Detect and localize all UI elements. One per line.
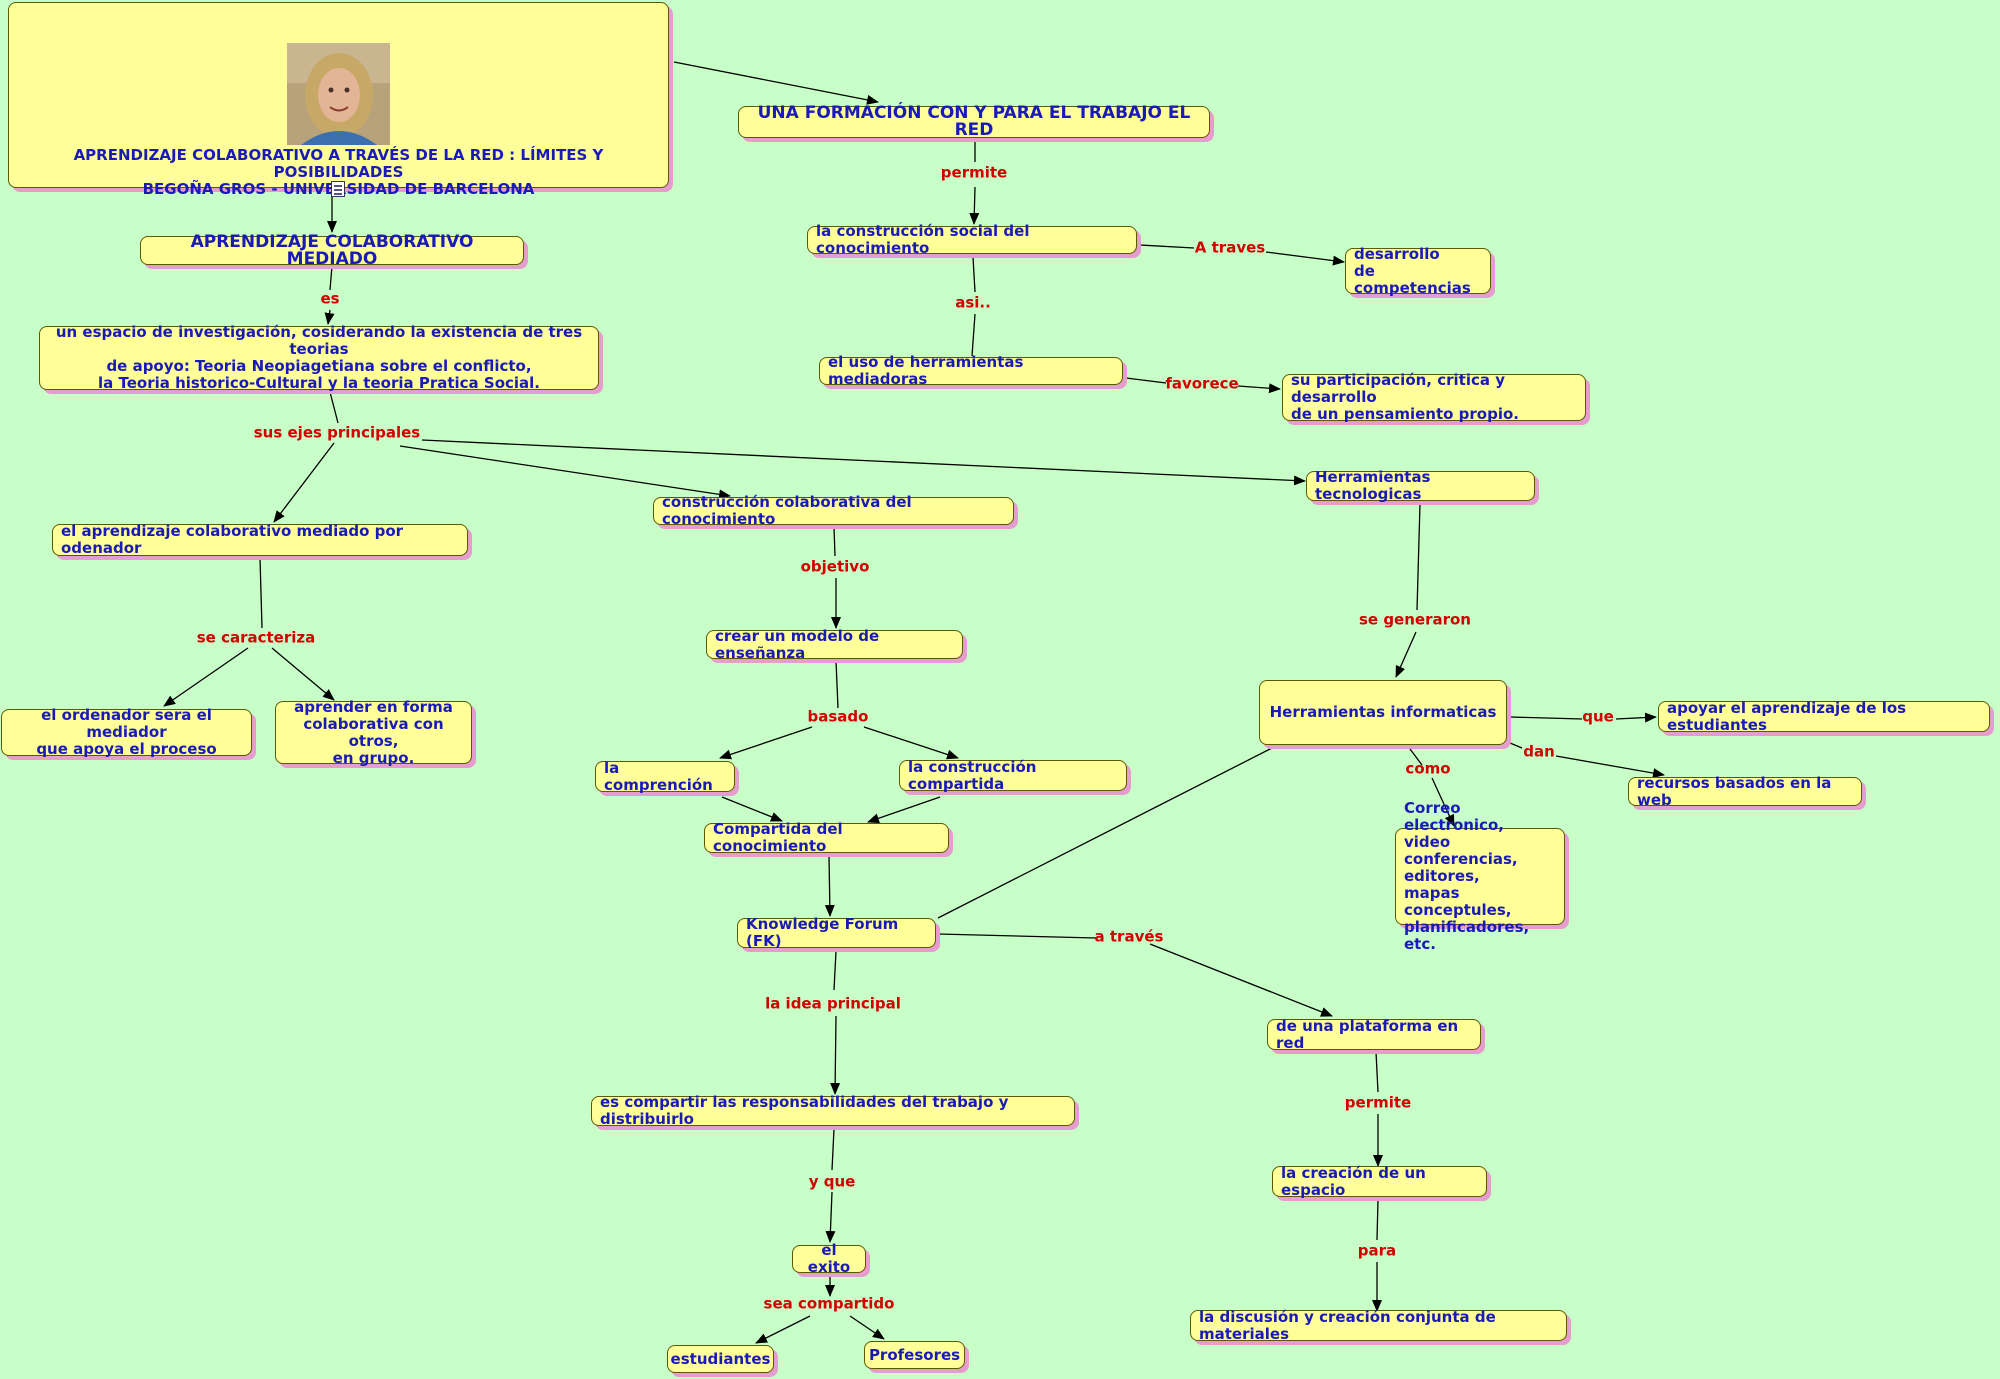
- link-favorece-participacion: [1237, 383, 1281, 394]
- link-basado-comprension: [719, 726, 813, 760]
- link-kf-atraves: [937, 933, 1097, 939]
- label-asi[interactable]: asi..: [955, 293, 991, 312]
- node-comprension[interactable]: la comprención: [595, 759, 735, 793]
- node-compartida[interactable]: Compartida del conocimiento: [704, 821, 949, 855]
- link-kf-hinf: [937, 747, 1273, 919]
- node-acm[interactable]: APRENDIZAJE COLABORATIVO MEDIADO: [140, 233, 524, 267]
- link-atraves-plataforma: [1149, 943, 1333, 1017]
- label-permite-2[interactable]: permite: [1344, 1093, 1412, 1112]
- link-es-espacio: [324, 309, 335, 325]
- link-htec-generaron: [1416, 503, 1421, 611]
- link-que-apoyar: [1615, 712, 1657, 723]
- document-icon[interactable]: [331, 181, 345, 197]
- link-comprension-compartida: [721, 796, 783, 822]
- node-discusion[interactable]: la discusión y creación conjunta de mate…: [1190, 1308, 1567, 1342]
- link-hinf-como: [1409, 748, 1423, 766]
- link-acmo-caracteriza: [259, 557, 263, 629]
- link-acm-es: [329, 265, 333, 291]
- node-recursos[interactable]: recursos basados en la web: [1628, 774, 1862, 808]
- label-favorece[interactable]: favorece: [1165, 374, 1239, 393]
- link-root-formacion: [673, 61, 879, 105]
- node-uso[interactable]: el uso de herramientas mediadoras: [819, 354, 1123, 388]
- link-caracteriza-ordenador: [163, 647, 249, 707]
- link-uso-favorece: [1125, 377, 1167, 384]
- label-ejes[interactable]: sus ejes principales: [253, 423, 421, 442]
- node-formacion[interactable]: UNA FORMACIÓN CON Y PARA EL TRABAJO EL R…: [738, 105, 1210, 139]
- link-ccomp-compartida: [867, 796, 941, 824]
- link-cs-atraves: [1139, 244, 1195, 249]
- label-basado[interactable]: basado: [807, 707, 869, 726]
- node-participacion[interactable]: su participación, critica y desarrollo d…: [1282, 372, 1586, 423]
- node-construccion-colab[interactable]: construcción colaborativa del conocimien…: [653, 494, 1014, 528]
- node-ordenador[interactable]: el ordenador sera el mediador que apoya …: [1, 707, 252, 758]
- link-kf-idea: [833, 950, 837, 991]
- node-hinf[interactable]: Herramientas informaticas: [1259, 680, 1507, 745]
- node-compartir[interactable]: es compartir las responsabilidades del t…: [591, 1094, 1075, 1128]
- label-y-que[interactable]: y que: [808, 1172, 856, 1191]
- link-ejes-cc: [399, 445, 731, 500]
- label-generaron[interactable]: se generaron: [1359, 610, 1471, 629]
- link-permite-cs: [969, 186, 980, 225]
- link-dan-recursos: [1555, 755, 1665, 779]
- node-correo[interactable]: Correo electronico, video conferencias, …: [1395, 800, 1565, 953]
- link-hinf-que: [1509, 716, 1583, 720]
- label-caracteriza[interactable]: se caracteriza: [196, 628, 316, 647]
- label-sea-compartido[interactable]: sea compartido: [763, 1294, 895, 1313]
- node-plataforma[interactable]: de una plataforma en red: [1267, 1017, 1481, 1051]
- label-que[interactable]: que: [1582, 707, 1614, 726]
- node-modelo[interactable]: crear un modelo de enseñanza: [706, 627, 963, 661]
- link-atraves-desarrollo: [1265, 251, 1345, 266]
- link-creacion-para: [1376, 1199, 1379, 1241]
- node-creacion[interactable]: la creación de un espacio: [1272, 1164, 1487, 1198]
- node-htec[interactable]: Herramientas tecnologicas: [1306, 469, 1535, 503]
- link-ejes-htec: [421, 439, 1306, 486]
- node-apoyar[interactable]: apoyar el aprendizaje de los estudiantes: [1658, 699, 1990, 733]
- node-estudiantes[interactable]: estudiantes: [667, 1345, 774, 1373]
- link-hinf-dan: [1509, 742, 1523, 749]
- node-construccion-comp[interactable]: la construcción compartida: [899, 758, 1127, 792]
- label-permite-1[interactable]: permite: [940, 163, 1008, 182]
- link-sea-estudiantes: [755, 1315, 811, 1344]
- link-modelo-basado: [835, 660, 839, 709]
- node-exito[interactable]: el exito: [792, 1242, 866, 1276]
- label-a-traves[interactable]: a través: [1094, 927, 1164, 946]
- node-desarrollo[interactable]: desarrollo de competencias: [1345, 245, 1491, 296]
- link-asi-uso: [971, 313, 976, 357]
- label-a-traves-cap[interactable]: A traves: [1194, 238, 1266, 257]
- link-compartir-yque: [831, 1128, 835, 1171]
- title-node: APRENDIZAJE COLABORATIVO A TRAVÉS DE LA …: [8, 2, 669, 198]
- node-kf[interactable]: Knowledge Forum (FK): [737, 916, 936, 950]
- label-objetivo[interactable]: objetivo: [800, 557, 870, 576]
- title-line-1: APRENDIZAJE COLABORATIVO A TRAVÉS DE LA …: [73, 146, 604, 181]
- link-espacio-ejes: [329, 391, 339, 424]
- link-como-correo: [1431, 777, 1455, 827]
- link-yque-exito: [825, 1191, 836, 1243]
- node-profesores[interactable]: Profesores: [864, 1341, 965, 1369]
- label-idea[interactable]: la idea principal: [765, 994, 901, 1013]
- link-generaron-hinf: [1395, 631, 1417, 678]
- link-idea-compartir: [830, 1015, 841, 1095]
- label-dan[interactable]: dan: [1523, 742, 1555, 761]
- link-ejes-acmo: [273, 442, 335, 523]
- link-compartida-kf: [824, 855, 835, 917]
- link-caracteriza-aprender: [271, 647, 335, 701]
- label-es[interactable]: es: [320, 289, 340, 308]
- node-aprender[interactable]: aprender en forma colaborativa con otros…: [275, 698, 472, 766]
- node-construccion-social[interactable]: la construcción social del conocimiento: [807, 223, 1137, 257]
- node-acmo[interactable]: el aprendizaje colaborativo mediado por …: [52, 523, 468, 557]
- label-como[interactable]: como: [1405, 759, 1451, 778]
- link-plataforma-permite: [1375, 1051, 1379, 1093]
- node-espacio[interactable]: un espacio de investigación, cosiderando…: [39, 324, 599, 392]
- label-para[interactable]: para: [1357, 1241, 1397, 1260]
- portrait-photo: [287, 43, 390, 145]
- link-basado-ccomp: [863, 726, 959, 760]
- link-cc-objetivo: [833, 526, 836, 557]
- link-cs-asi: [972, 256, 976, 293]
- link-sea-profesores: [849, 1315, 885, 1340]
